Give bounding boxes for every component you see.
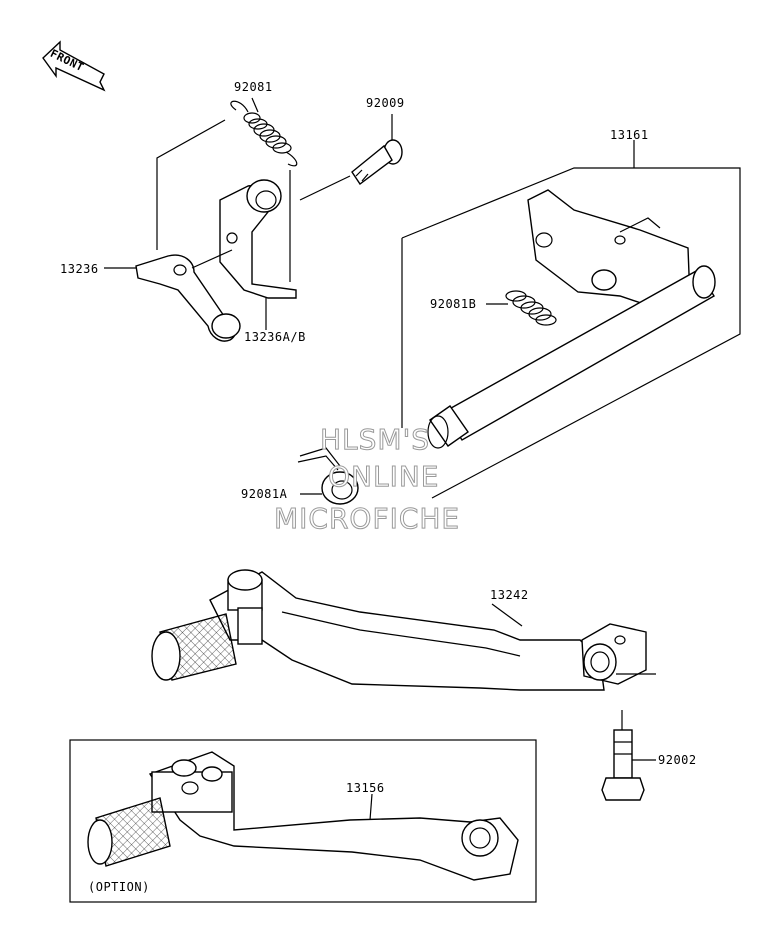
leader-92081 [251, 97, 259, 113]
part-number-13161: 13161 [610, 128, 649, 142]
plate-13236ab [219, 179, 297, 299]
part-number-13236ab: 13236A/B [244, 330, 306, 344]
lever-13236 [135, 249, 241, 342]
part-number-92009: 92009 [366, 96, 405, 110]
part-number-13236: 13236 [60, 262, 99, 276]
part-number-92081b: 92081B [430, 297, 477, 311]
leader-13156 [369, 793, 373, 821]
option-label: (OPTION) [88, 880, 150, 894]
watermark-line-1: HLSM'S [319, 423, 431, 456]
pedal-13156 [87, 751, 519, 881]
bolt-92009 [351, 139, 403, 186]
shaft-13161 [427, 189, 716, 449]
part-number-13156: 13156 [346, 781, 385, 795]
part-number-92081a: 92081A [241, 487, 288, 501]
part-number-92081: 92081 [234, 80, 273, 94]
shaft-assembly-frame [401, 167, 741, 499]
option-frame [69, 739, 537, 903]
watermark-line-2: ONLINE [327, 460, 440, 493]
front-arrow-icon [42, 40, 106, 92]
spring-92081a [297, 447, 359, 505]
pedal-13242 [151, 569, 656, 691]
bolt-92002 [601, 710, 645, 801]
part-number-92002: 92002 [658, 753, 697, 767]
watermark-line-3: MICROFICHE [273, 502, 461, 535]
spring-92081 [230, 100, 298, 167]
leader-13242 [491, 603, 523, 627]
part-number-13242: 13242 [490, 588, 529, 602]
spring-92081b [505, 290, 557, 326]
